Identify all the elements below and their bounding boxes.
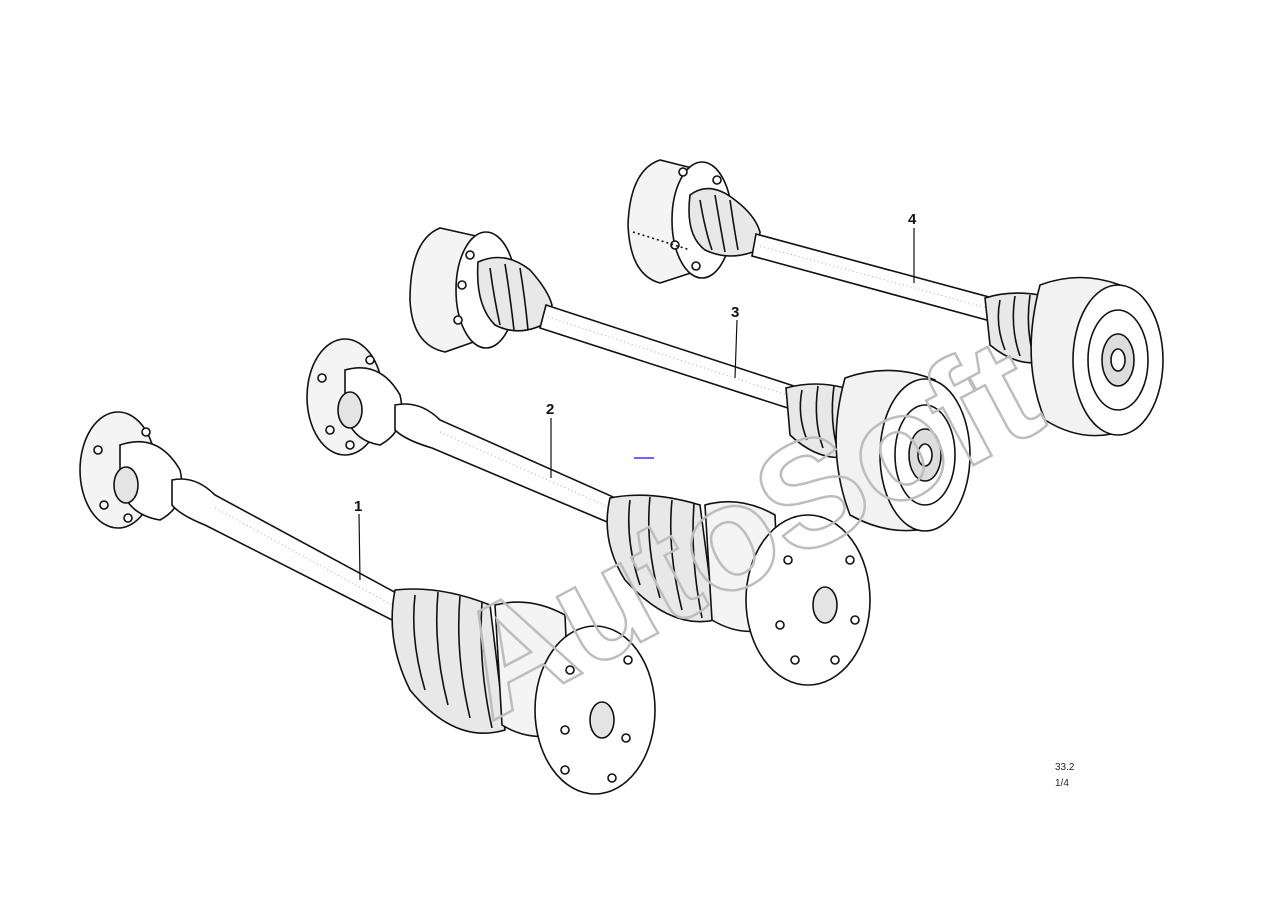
callout-3: 3: [731, 304, 739, 321]
drive-shaft-2[interactable]: [306, 338, 871, 686]
shaft-4-outer-joint: [1030, 276, 1164, 437]
drive-shaft-1[interactable]: [79, 411, 656, 795]
shaft-2-flange-joint: [704, 500, 871, 686]
section-code: 33.2: [1055, 762, 1075, 773]
shaft-2-flange-yoke: [306, 338, 403, 456]
callout-leaders: [358, 228, 915, 581]
callout-2: 2: [546, 401, 554, 418]
shaft-3-outer-joint: [835, 369, 971, 532]
shaft-1-tube: [171, 478, 401, 622]
drive-shaft-4[interactable]: [627, 159, 1164, 437]
shaft-3-tube: [539, 303, 801, 412]
drive-shaft-3[interactable]: [409, 227, 971, 532]
shaft-1-flange-yoke: [79, 411, 183, 529]
shaft-4-inner-boot: [688, 187, 761, 257]
shaft-1-outer-boot: [391, 588, 506, 734]
leader-3: [734, 319, 738, 379]
leader-1: [358, 513, 361, 581]
shaft-1-flange-joint: [494, 601, 656, 795]
callout-1: 1: [354, 498, 362, 515]
callout-4: 4: [908, 211, 917, 228]
shaft-2-outer-boot: [606, 494, 716, 623]
shaft-2-tube: [394, 403, 621, 526]
page-indicator: 1/4: [1055, 778, 1069, 789]
